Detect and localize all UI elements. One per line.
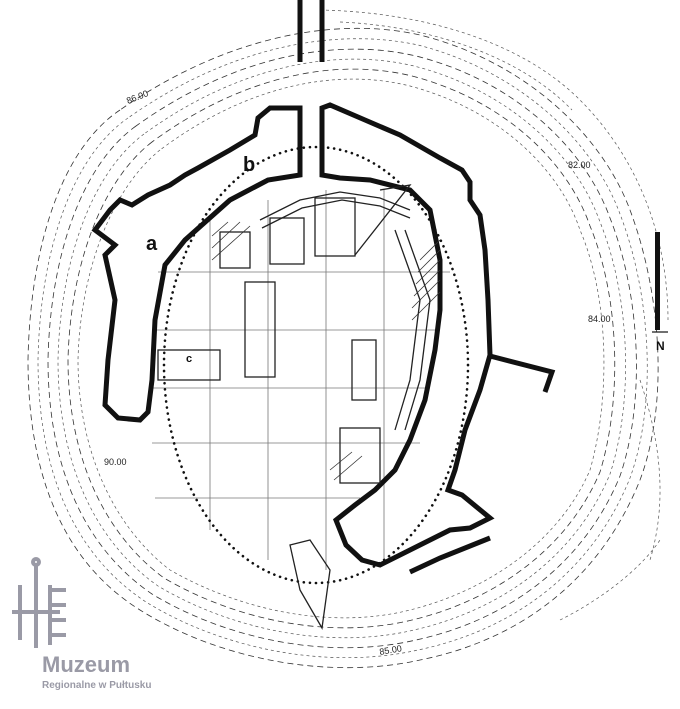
logo-subtitle: Regionalne w Pułtusku bbox=[42, 680, 151, 691]
label-a: a bbox=[146, 233, 158, 255]
elevation-label: 82.00 bbox=[568, 160, 591, 170]
elevation-label: 85.00 bbox=[379, 643, 403, 657]
north-label: N bbox=[656, 339, 665, 353]
museum-logo: Muzeum Regionalne w Pułtusku bbox=[12, 557, 151, 691]
elevation-label: 90.00 bbox=[104, 457, 127, 467]
logo-title: Muzeum bbox=[42, 652, 130, 677]
internal-structures bbox=[157, 184, 431, 630]
dotted-outline-b bbox=[162, 145, 470, 585]
label-c: c bbox=[186, 353, 192, 365]
elevation-label: 84.00 bbox=[588, 314, 611, 324]
north-arrow: N bbox=[652, 232, 668, 353]
excavation-grid bbox=[152, 190, 450, 570]
label-b: b bbox=[243, 154, 255, 176]
contour-lines bbox=[27, 9, 669, 669]
museum-emblem-icon bbox=[12, 557, 66, 648]
castle-walls bbox=[91, 0, 556, 575]
hatched-areas bbox=[211, 221, 441, 481]
elevation-label: 86.00 bbox=[125, 88, 150, 106]
